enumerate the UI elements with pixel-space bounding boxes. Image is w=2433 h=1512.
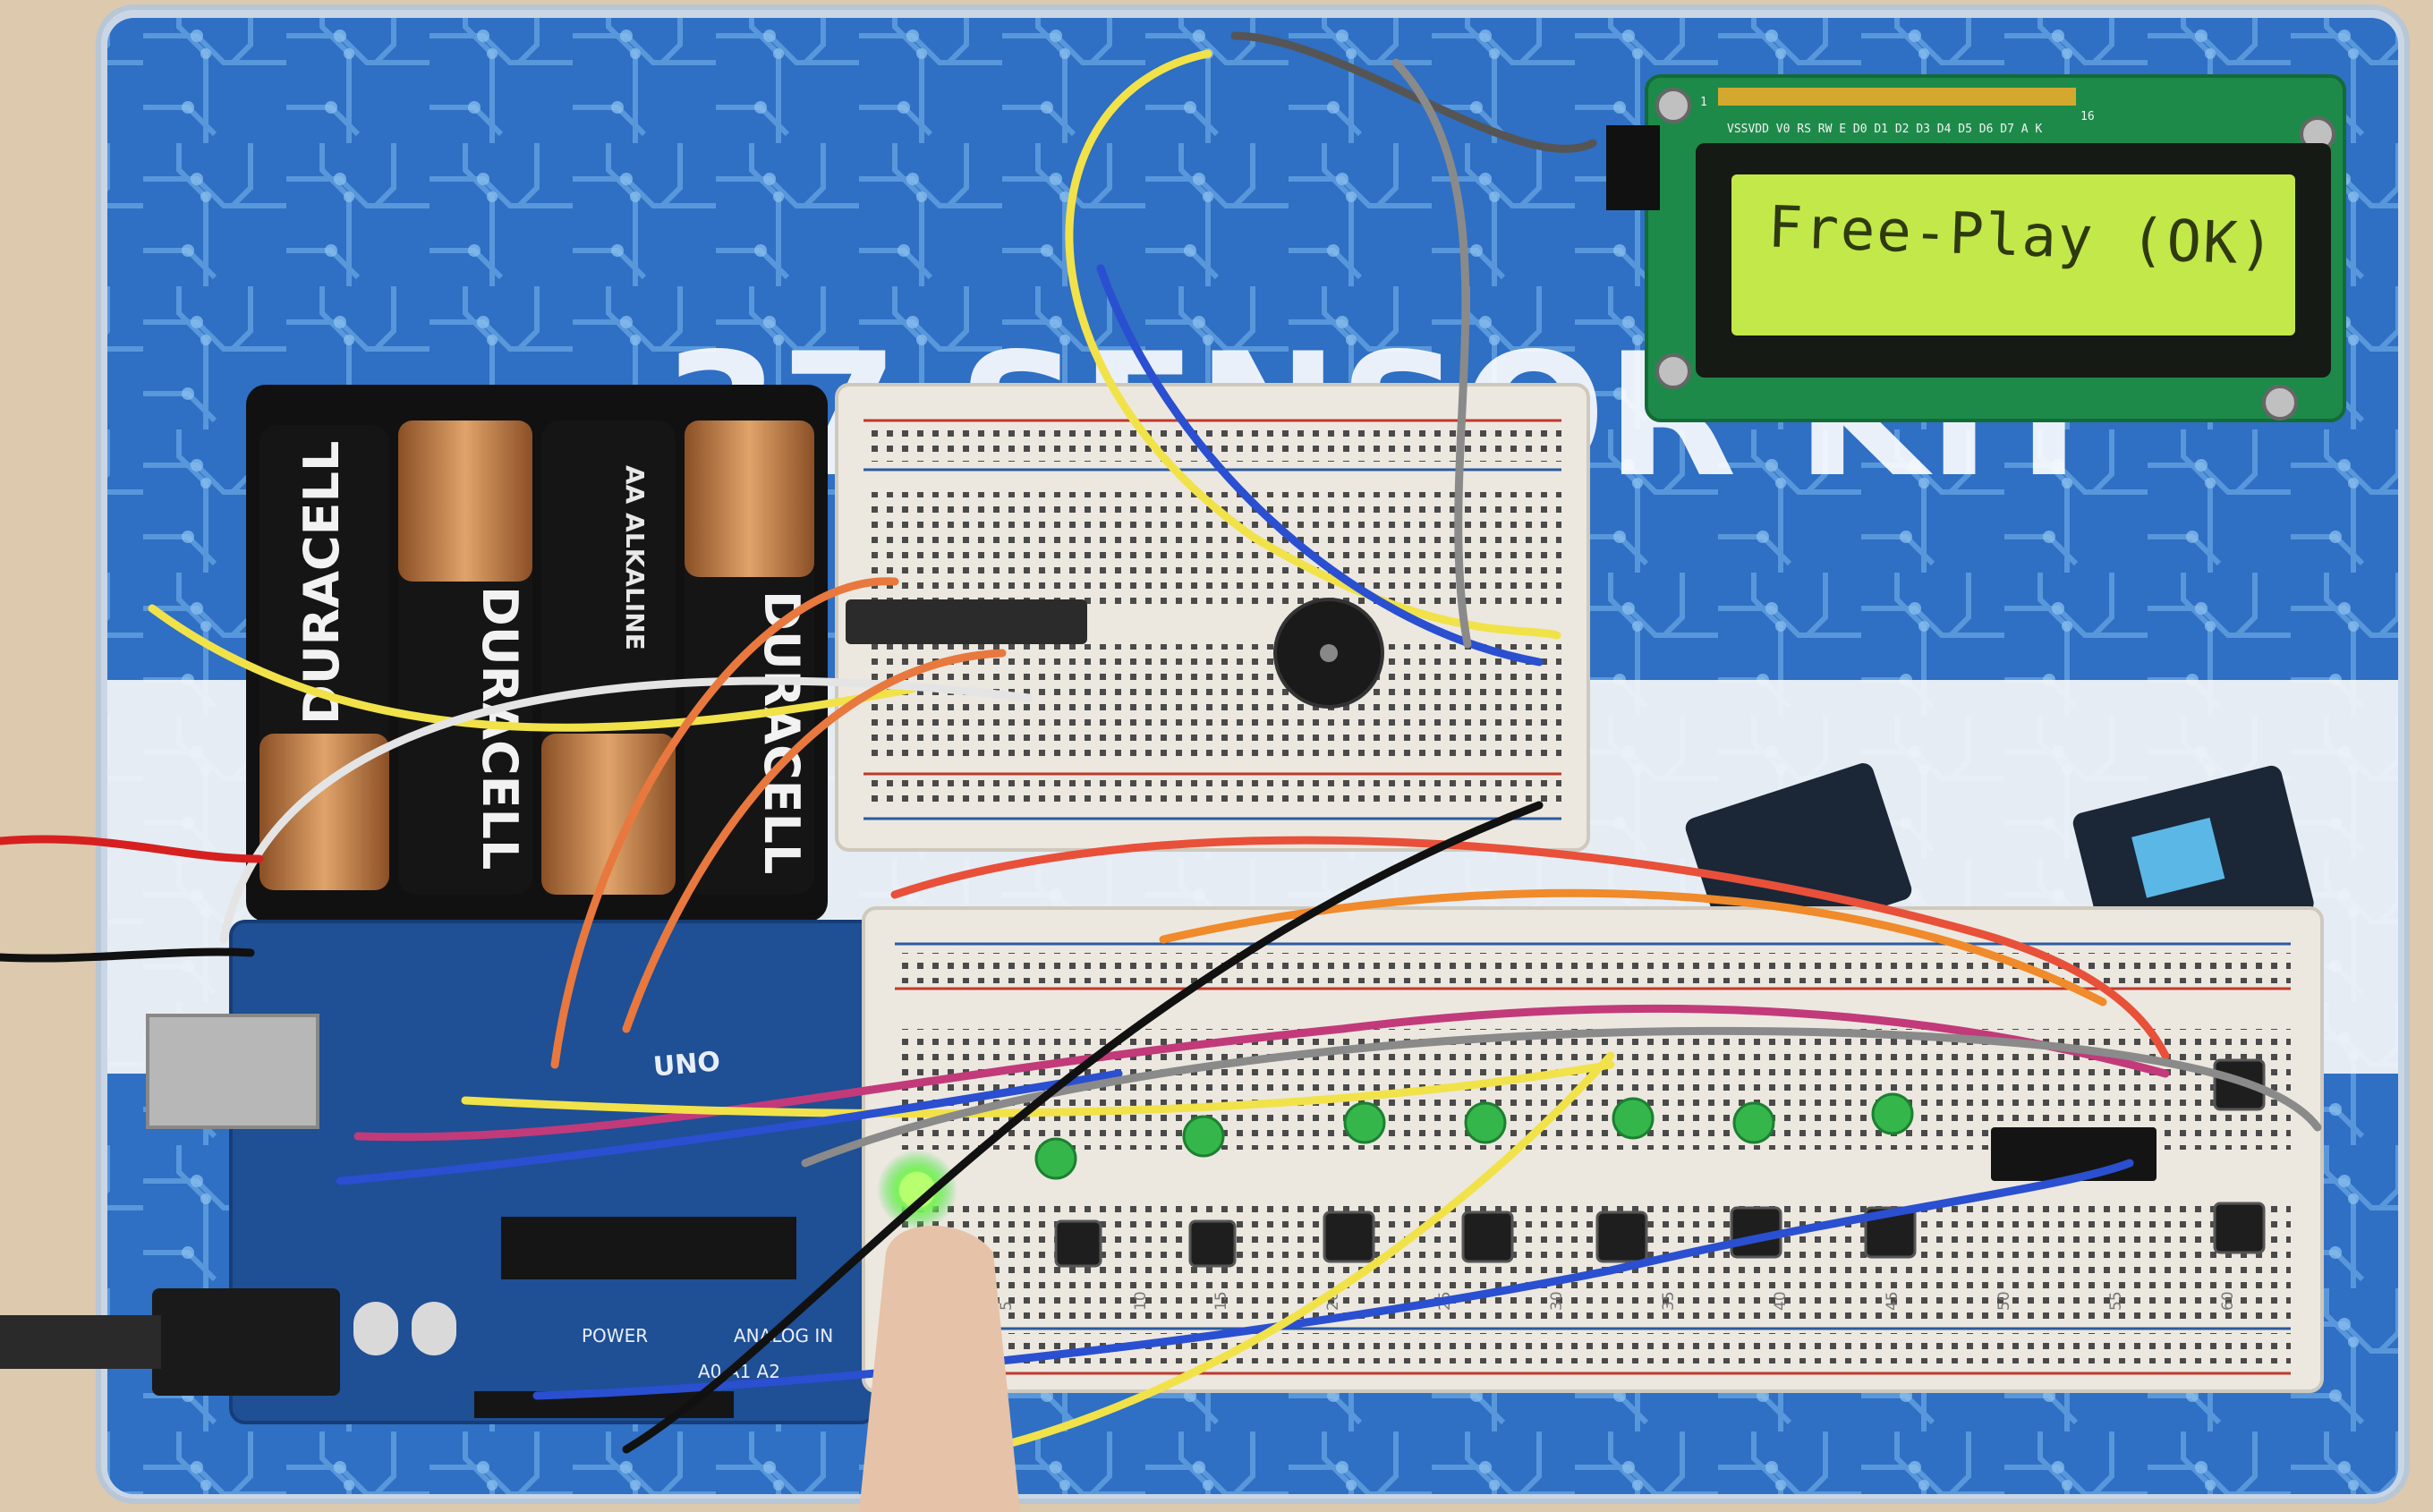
finger (859, 1226, 1020, 1512)
lcd-module: 1 16 VSSVDD V0 RS RW E D0 D1 D2 D3 D4 D5… (1606, 74, 2346, 422)
svg-text:30: 30 (1548, 1291, 1566, 1311)
battery-2: DURACELL (398, 420, 532, 895)
push-buttons (1054, 1058, 2266, 1268)
battery-4-brand: DURACELL (753, 590, 810, 874)
svg-text:15: 15 (1212, 1291, 1230, 1311)
ic-chip (1991, 1127, 2157, 1181)
svg-text:40: 40 (1772, 1291, 1790, 1311)
lcd-screen (1731, 174, 2295, 336)
svg-text:45: 45 (1884, 1291, 1901, 1311)
arduino-power-label: POWER (582, 1325, 648, 1346)
large-breadboard: 5 10 15 20 25 30 35 40 45 50 55 60 (862, 906, 2324, 1393)
arduino-board-label: UNO (652, 1046, 722, 1083)
arduino-uno-board: UNO POWER ANALOG IN A0 A1 A2 (0, 920, 877, 1424)
svg-text:50: 50 (1995, 1291, 2013, 1311)
battery-1-brand: DURACELL (293, 441, 350, 725)
jumper-wires (0, 31, 2322, 1472)
lcd-pin-count-label: 16 (2080, 110, 2095, 123)
battery-3: AA ALKALINE (541, 420, 676, 895)
svg-text:35: 35 (1660, 1291, 1678, 1311)
small-breadboard (835, 383, 1590, 852)
svg-text:55: 55 (2107, 1291, 2125, 1311)
lcd-pin-header-labels: VSSVDD V0 RS RW E D0 D1 D2 D3 D4 D5 D6 D… (1727, 123, 2042, 136)
battery-3-marking: AA ALKALINE (620, 465, 650, 650)
battery-4: DURACELL (685, 420, 814, 895)
lcd-pin-first-label: 1 (1700, 96, 1707, 109)
battery-1: DURACELL (259, 425, 389, 890)
svg-text:5: 5 (998, 1301, 1016, 1311)
svg-text:10: 10 (1132, 1291, 1150, 1311)
battery-pack: DURACELL DURACELL AA ALKALINE DURACELL (246, 385, 828, 922)
green-leds (1034, 1092, 1914, 1180)
svg-text:60: 60 (2219, 1291, 2237, 1311)
